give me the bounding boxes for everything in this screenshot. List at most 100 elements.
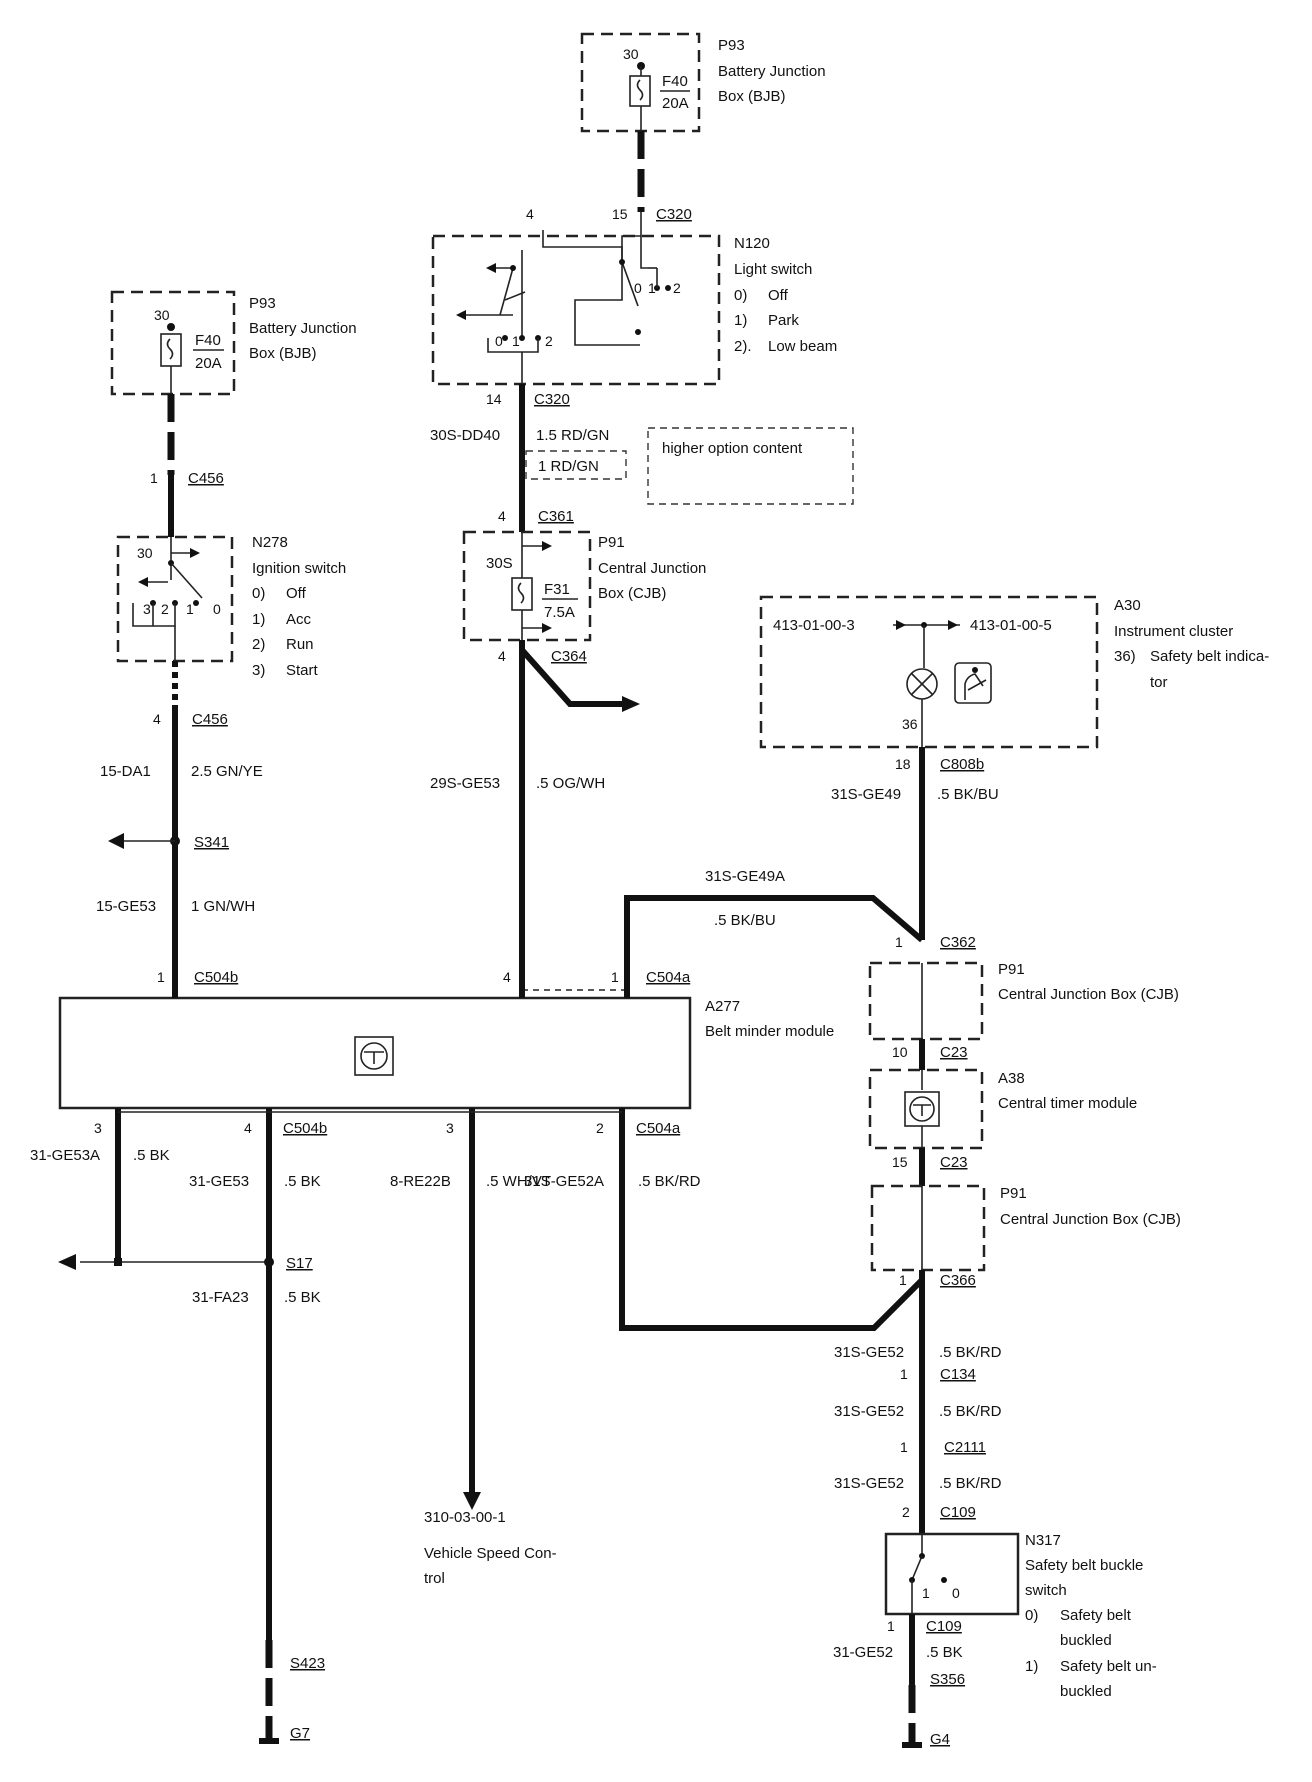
svg-text:Safety belt: Safety belt — [1060, 1607, 1132, 1624]
svg-text:S17: S17 — [286, 1255, 313, 1272]
fuse-rating: 7.5A — [544, 604, 575, 621]
svg-text:14: 14 — [486, 391, 502, 407]
svg-text:Run: Run — [286, 636, 314, 653]
svg-text:Battery Junction: Battery Junction — [249, 320, 357, 337]
wire-c364-branch — [519, 648, 625, 707]
svg-text:Safety belt buckle: Safety belt buckle — [1025, 1557, 1143, 1574]
ground-g7-icon — [259, 1738, 279, 1744]
svg-text:Central Junction Box (CJB): Central Junction Box (CJB) — [1000, 1211, 1181, 1228]
f40-fuse-icon — [629, 75, 651, 107]
fuse-label: F31 — [544, 581, 570, 598]
svg-text:Off: Off — [286, 585, 307, 602]
svg-text:G4: G4 — [930, 1731, 950, 1748]
component-ref: A38 — [998, 1070, 1025, 1087]
svg-text:31-GE53A: 31-GE53A — [30, 1147, 100, 1164]
fuse-label: F40 — [662, 73, 688, 90]
svg-text:1): 1) — [734, 312, 747, 329]
svg-text:C23: C23 — [940, 1044, 968, 1061]
svg-text:2): 2) — [252, 636, 265, 653]
svg-text:C456: C456 — [192, 711, 228, 728]
svg-text:C320: C320 — [656, 206, 692, 223]
svg-text:G7: G7 — [290, 1725, 310, 1742]
svg-text:C504b: C504b — [194, 969, 238, 986]
svg-text:8-RE22B: 8-RE22B — [390, 1173, 451, 1190]
p91-mid-central-junction-box: P91 Central Junction Box (CJB) — [868, 961, 1179, 1041]
svg-text:Central Junction Box (CJB): Central Junction Box (CJB) — [998, 986, 1179, 1003]
svg-text:2: 2 — [596, 1120, 604, 1136]
svg-text:Ignition switch: Ignition switch — [252, 560, 346, 577]
svg-text:1.5 RD/GN: 1.5 RD/GN — [536, 427, 609, 444]
svg-text:3: 3 — [446, 1120, 454, 1136]
svg-text:C320: C320 — [534, 391, 570, 408]
svg-text:trol: trol — [424, 1570, 445, 1587]
svg-text:2.5 GN/YE: 2.5 GN/YE — [191, 763, 263, 780]
svg-text:C361: C361 — [538, 508, 574, 525]
ground-g4-icon — [902, 1742, 922, 1748]
svg-text:1: 1 — [899, 1272, 907, 1288]
svg-text:29S-GE53: 29S-GE53 — [430, 775, 500, 792]
option-note: higher option content — [662, 440, 803, 457]
svg-text:1: 1 — [887, 1618, 895, 1634]
svg-text:Box (BJB): Box (BJB) — [249, 345, 317, 362]
svg-text:30: 30 — [623, 46, 639, 62]
svg-text:15: 15 — [892, 1154, 908, 1170]
svg-text:1: 1 — [611, 969, 619, 985]
module-icon — [354, 1036, 394, 1076]
svg-text:2: 2 — [902, 1504, 910, 1520]
splice-s17 — [264, 1257, 274, 1267]
svg-text:30S-DD40: 30S-DD40 — [430, 427, 500, 444]
svg-text:C504b: C504b — [283, 1120, 327, 1137]
option-content-box — [647, 427, 854, 505]
svg-text:.5 BK/RD: .5 BK/RD — [939, 1403, 1002, 1420]
svg-text:.5 BK/BU: .5 BK/BU — [714, 912, 776, 929]
svg-text:3: 3 — [143, 601, 151, 617]
svg-text:.5 BK: .5 BK — [284, 1289, 321, 1306]
svg-text:.5 OG/WH: .5 OG/WH — [536, 775, 605, 792]
svg-text:1): 1) — [252, 611, 265, 628]
svg-text:C23: C23 — [940, 1154, 968, 1171]
svg-text:30: 30 — [154, 307, 170, 323]
svg-text:4: 4 — [526, 206, 534, 222]
svg-text:0: 0 — [952, 1585, 960, 1601]
svg-text:31S-GE52: 31S-GE52 — [834, 1475, 904, 1492]
svg-text:4: 4 — [498, 508, 506, 524]
component-ref: P91 — [998, 961, 1025, 978]
svg-text:31S-GE49A: 31S-GE49A — [705, 868, 785, 885]
component-ref: N278 — [252, 534, 288, 551]
svg-text:Park: Park — [768, 312, 799, 329]
svg-text:C504a: C504a — [646, 969, 691, 986]
svg-text:Box (CJB): Box (CJB) — [598, 585, 666, 602]
svg-text:36: 36 — [902, 716, 918, 732]
n278-ignition-switch: 30 3 2 1 0 N278 Ignition switch 0) Off 1… — [116, 534, 346, 679]
svg-text:1): 1) — [1025, 1658, 1038, 1675]
svg-text:C366: C366 — [940, 1272, 976, 1289]
svg-text:.5 BK/BU: .5 BK/BU — [937, 786, 999, 803]
svg-text:S356: S356 — [930, 1671, 965, 1688]
svg-text:.5 BK: .5 BK — [926, 1644, 963, 1661]
svg-text:.5 WH/VT: .5 WH/VT — [486, 1173, 551, 1190]
svg-text:C362: C362 — [940, 934, 976, 951]
svg-text:buckled: buckled — [1060, 1632, 1112, 1649]
svg-text:1: 1 — [900, 1439, 908, 1455]
svg-text:36): 36) — [1114, 648, 1136, 665]
svg-text:switch: switch — [1025, 1582, 1067, 1599]
svg-text:1: 1 — [512, 333, 520, 349]
svg-text:3: 3 — [94, 1120, 102, 1136]
svg-text:Instrument cluster: Instrument cluster — [1114, 623, 1233, 640]
svg-text:1: 1 — [922, 1585, 930, 1601]
svg-text:0: 0 — [634, 280, 642, 296]
component-ref: P93 — [718, 37, 745, 54]
svg-text:C456: C456 — [188, 470, 224, 487]
svg-text:1: 1 — [648, 280, 656, 296]
svg-text:1: 1 — [186, 601, 194, 617]
svg-text:Off: Off — [768, 287, 789, 304]
ref-vehicle-speed: 310-03-00-1 — [424, 1509, 506, 1526]
svg-text:0): 0) — [1025, 1607, 1038, 1624]
svg-text:413-01-00-5: 413-01-00-5 — [970, 617, 1052, 634]
svg-text:2: 2 — [545, 333, 553, 349]
component-ref: P91 — [598, 534, 625, 551]
svg-text:0: 0 — [213, 601, 221, 617]
svg-text:0: 0 — [495, 333, 503, 349]
a38-central-timer-module: A38 Central timer module — [868, 1068, 1137, 1150]
